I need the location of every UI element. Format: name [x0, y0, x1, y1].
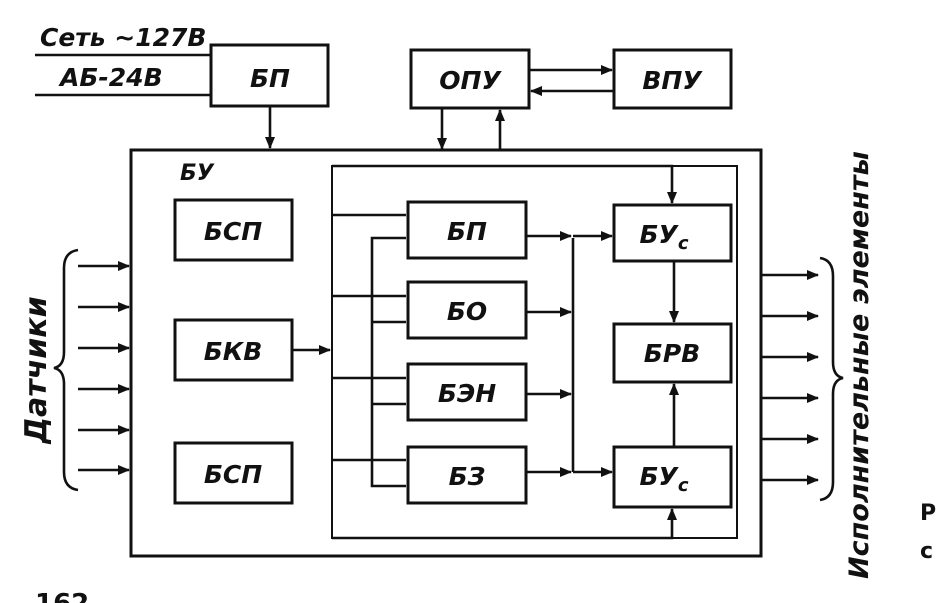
- ben-label: БЭН: [438, 379, 496, 408]
- bu-label: БУ: [180, 161, 215, 186]
- opu-block: [409, 48, 531, 110]
- bz-label: БЗ: [449, 462, 486, 491]
- actuators-label: Исполнительные элементы: [844, 151, 875, 579]
- actuator-output-arrows: [762, 270, 819, 485]
- page-number: 162: [35, 589, 89, 603]
- vpu-label: ВПУ: [642, 66, 703, 95]
- sensors-label: Датчики: [19, 296, 54, 444]
- bo-label: БО: [447, 297, 487, 326]
- bus-block-2: [612, 445, 733, 509]
- bus-label-1: БУс: [639, 220, 688, 254]
- bp-inner-label: БП: [447, 217, 487, 246]
- bz-block: [406, 445, 528, 505]
- bus-label-2: БУс: [639, 462, 688, 496]
- brv-label: БРВ: [644, 339, 700, 368]
- bkv-label: БКВ: [204, 337, 263, 366]
- internal-bus-lines: [332, 164, 677, 540]
- bsp-label-1: БСП: [204, 217, 262, 246]
- bsp-label-2: БСП: [204, 460, 262, 489]
- bo-block: [406, 280, 528, 340]
- bsp-block-1: [173, 198, 294, 262]
- sensor-brace: [53, 248, 79, 492]
- margin-fragment-2: с: [920, 539, 933, 564]
- mains-label: Сеть ~127В: [40, 23, 207, 52]
- brv-block: [612, 322, 733, 384]
- sensor-input-arrows: [78, 261, 130, 475]
- bp-inner-block: [406, 200, 528, 260]
- ben-block: [406, 362, 528, 422]
- bp-top-label: БП: [250, 64, 290, 93]
- bsp-block-2: [173, 441, 294, 505]
- actuator-brace: [819, 256, 844, 502]
- bu-frame: [129, 148, 763, 558]
- margin-fragment-1: Р: [920, 501, 936, 526]
- bus-block-1: [612, 203, 733, 263]
- opu-label: ОПУ: [439, 66, 502, 95]
- vpu-block: [612, 48, 733, 110]
- battery-label: АБ-24В: [58, 63, 163, 92]
